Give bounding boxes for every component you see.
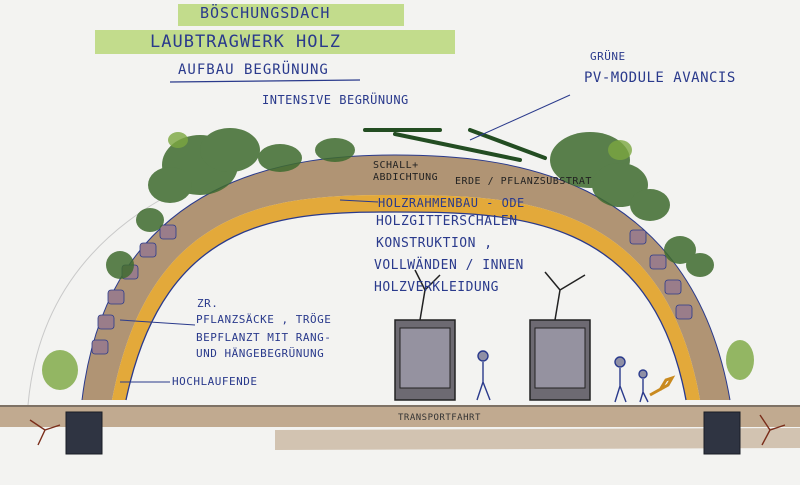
label-pv-line1: GRÜNE [590,50,626,63]
label-erde: ERDE / PFLANZSUBSTRAT [455,176,592,187]
label-schall-line2: ABDICHTUNG [373,172,439,183]
label-holz-line2: HOLZGITTERSCHALEN [376,214,518,229]
label-schall-line1: SCHALL+ [373,160,419,171]
title-aufbau: AUFBAU BEGRÜNUNG [178,62,329,78]
ground-strip-lower [275,428,800,450]
label-voll: VOLLWÄNDEN / INNEN [374,258,524,273]
leader-plantsacks [119,319,196,326]
label-pflanz-line1: PFLANZSÄCKE , TRÖGE [196,313,332,326]
arch-inner-line [125,211,687,401]
ground-vegetation [42,132,754,390]
title-boeschungsdach: BÖSCHUNGSDACH [200,4,331,22]
pv-leader-line [469,94,571,141]
foundation-right [703,411,741,455]
ground-strip [0,405,800,427]
roof-vegetation [106,128,714,279]
arch-outer-band [82,155,730,400]
label-holzverkleidung: HOLZVERKLEIDUNG [374,280,499,295]
title3-underline [169,79,361,83]
label-pflanz-line3: UND HÄNGEBEGRÜNUNG [196,347,325,360]
label-hochlaufende: HOCHLAUFENDE [172,375,258,388]
roots [29,414,786,446]
pylon-left [394,269,456,401]
label-pflanz-line2: BEPFLANZT MIT RANG- [196,331,332,344]
label-konstruktion: KONSTRUKTION , [376,236,493,251]
label-intensive: INTENSIVE BEGRÜNUNG [262,93,409,107]
title1-highlight [178,4,404,26]
pylon-right [529,271,591,401]
leader-holzrahmen [339,199,379,203]
foundation-left [65,411,103,455]
arch-outer-line [81,154,731,401]
label-transport: TRANSPORTFAHRT [398,413,481,423]
plant-sacks-right [629,229,693,320]
label-holz-line1: HOLZRAHMENBAU - ODE [378,196,525,210]
title-laubtragwerk: LAUBTRAGWERK HOLZ [150,32,341,52]
label-zr: ZR. [197,297,219,310]
people [476,350,649,403]
pencil-guide-arc [27,199,161,406]
dog [649,375,676,397]
label-pv-line2: PV-MODULE AVANCIS [584,70,736,86]
title2-highlight [95,30,455,54]
